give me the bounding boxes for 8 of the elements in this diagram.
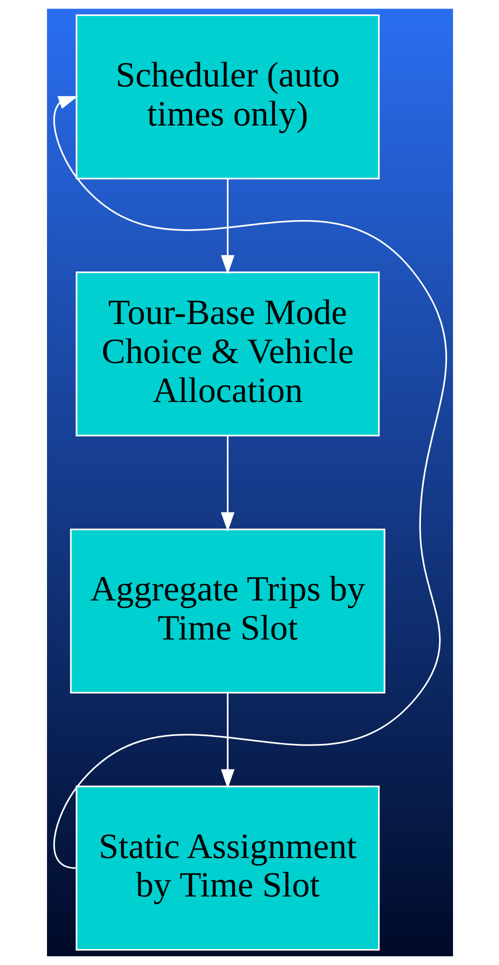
node-box: Aggregate Trips by Time Slot [70,528,385,694]
node-box: Static Assignment by Time Slot [75,786,380,951]
arrow [53,96,446,869]
node-box: Scheduler (auto times only) [75,14,380,180]
arrow [220,178,234,275]
node-box: Tour-Base Mode Choice & Vehicle Allocation [75,272,380,436]
arrow [220,692,234,789]
arrow [220,436,234,532]
